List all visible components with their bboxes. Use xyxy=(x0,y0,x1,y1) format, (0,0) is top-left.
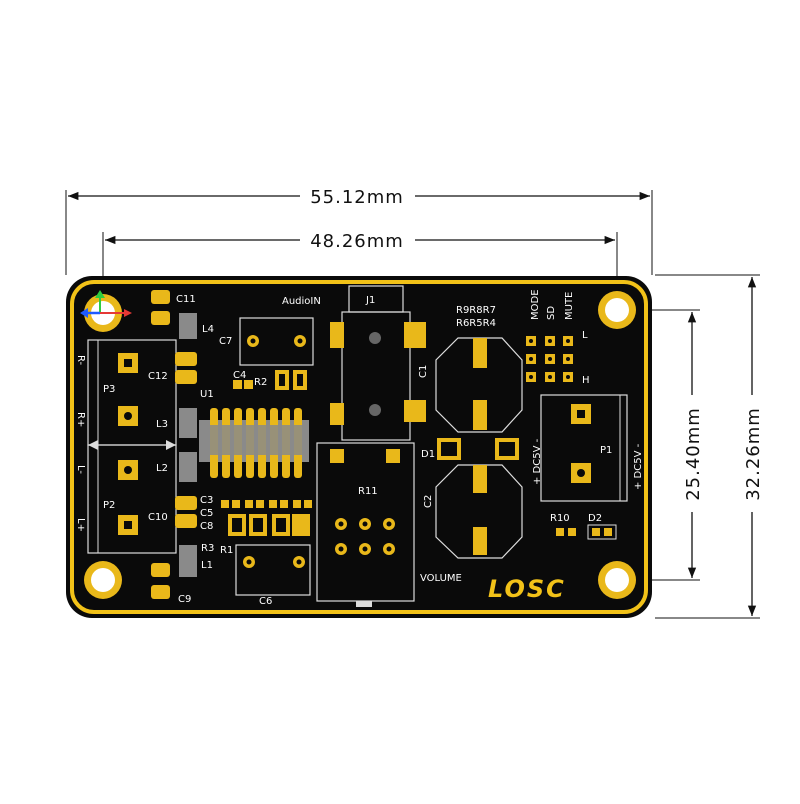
brand-logo: LOSC xyxy=(488,575,566,603)
label-r2: R2 xyxy=(254,377,267,388)
mounting-hole-bottom-left xyxy=(84,561,122,599)
label-c7: C7 xyxy=(219,336,232,347)
pcb-board xyxy=(66,276,652,618)
resistor-r10-led-d2: R10 D2 xyxy=(550,513,617,540)
mounting-hole-top-right xyxy=(598,291,636,329)
origin-axes-icon xyxy=(80,290,132,318)
label-h: H xyxy=(582,375,590,386)
label-mute: MUTE xyxy=(564,292,575,320)
capacitor-c7: C7 xyxy=(219,317,314,366)
jumper-matrix: MODE SD MUTE L H xyxy=(526,289,590,386)
label-volume: VOLUME xyxy=(420,573,462,584)
ic-u1 xyxy=(199,408,309,478)
dimension-hole-spacing-x: 48.26mm xyxy=(102,231,618,300)
label-c11: C11 xyxy=(176,294,196,305)
label-r-plus: R+ xyxy=(75,412,86,427)
mounting-hole-bottom-right xyxy=(598,561,636,599)
label-r3: R3 xyxy=(201,543,214,554)
label-c8: C8 xyxy=(200,521,213,532)
capacitor-c11: C11 xyxy=(151,290,196,325)
diode-d1: D1 xyxy=(421,438,519,460)
label-d2: D2 xyxy=(588,513,602,524)
label-l-plus: L+ xyxy=(75,518,86,532)
capacitor-c9: C9 xyxy=(151,563,191,605)
smd-pads-c4-r2 xyxy=(233,370,307,390)
label-dc5v-left: + DC5V - xyxy=(532,438,543,485)
capacitor-c10: C10 xyxy=(148,496,197,528)
power-connector-p1: P1 + DC5V - + DC5V - xyxy=(532,394,644,502)
dimension-overall-width: 55.12mm xyxy=(65,187,653,275)
label-r11: R11 xyxy=(358,486,378,497)
label-p2: P2 xyxy=(103,500,115,511)
label-u1: U1 xyxy=(200,389,214,400)
label-d1: D1 xyxy=(421,449,435,460)
label-p3: P3 xyxy=(103,384,115,395)
dim-hole-spacing-y-label: 25.40mm xyxy=(683,407,704,501)
label-c6: C6 xyxy=(259,596,272,607)
label-r-minus: R- xyxy=(75,355,86,366)
inductor-l2: L2 xyxy=(156,452,197,482)
dim-overall-height-label: 32.26mm xyxy=(743,407,764,501)
capacitor-c12: C12 xyxy=(148,352,197,384)
label-l: L xyxy=(582,330,588,341)
label-r10: R10 xyxy=(550,513,570,524)
inductor-l4: L4 xyxy=(179,313,214,339)
label-c2: C2 xyxy=(423,495,434,508)
label-l-minus: L- xyxy=(75,465,86,474)
capacitor-c1-outline xyxy=(435,337,523,433)
label-l3: L3 xyxy=(156,419,168,430)
dim-overall-width-label: 55.12mm xyxy=(310,187,404,208)
label-l1: L1 xyxy=(201,560,213,571)
label-c1: C1 xyxy=(418,365,429,378)
label-p1: P1 xyxy=(600,445,612,456)
board-edge-outline xyxy=(70,280,648,614)
smd-pads-r1 xyxy=(228,514,310,536)
label-l4: L4 xyxy=(202,324,214,335)
smd-row-c3-c5-c8 xyxy=(221,500,312,508)
label-j1: J1 xyxy=(365,295,375,306)
capacitor-c6: C6 xyxy=(235,544,311,607)
audio-jack-j1: J1 C1 xyxy=(330,285,429,441)
label-r1: R1 xyxy=(220,545,233,556)
label-c12: C12 xyxy=(148,371,168,382)
inductor-l3: L3 xyxy=(156,408,197,438)
label-l2: L2 xyxy=(156,463,168,474)
potentiometer-r11: R11 xyxy=(316,442,415,607)
label-sd: SD xyxy=(546,306,557,320)
label-audioin: AudioIN xyxy=(282,296,321,307)
label-mode: MODE xyxy=(530,289,541,320)
capacitor-c2-outline: C2 xyxy=(423,464,523,559)
inductor-l1: R3 L1 xyxy=(179,543,214,577)
dimension-overall-height: 32.26mm xyxy=(655,274,764,619)
label-c10: C10 xyxy=(148,512,168,523)
label-dc5v-right: + DC5V - xyxy=(633,443,644,490)
label-resistors-top: R9R8R7 xyxy=(456,305,496,316)
label-c4: C4 xyxy=(233,370,246,381)
label-c5: C5 xyxy=(200,508,213,519)
dim-hole-spacing-x-label: 48.26mm xyxy=(310,231,404,252)
label-c9: C9 xyxy=(178,594,191,605)
label-resistors-bottom: R6R5R4 xyxy=(456,318,496,329)
label-c3: C3 xyxy=(200,495,213,506)
